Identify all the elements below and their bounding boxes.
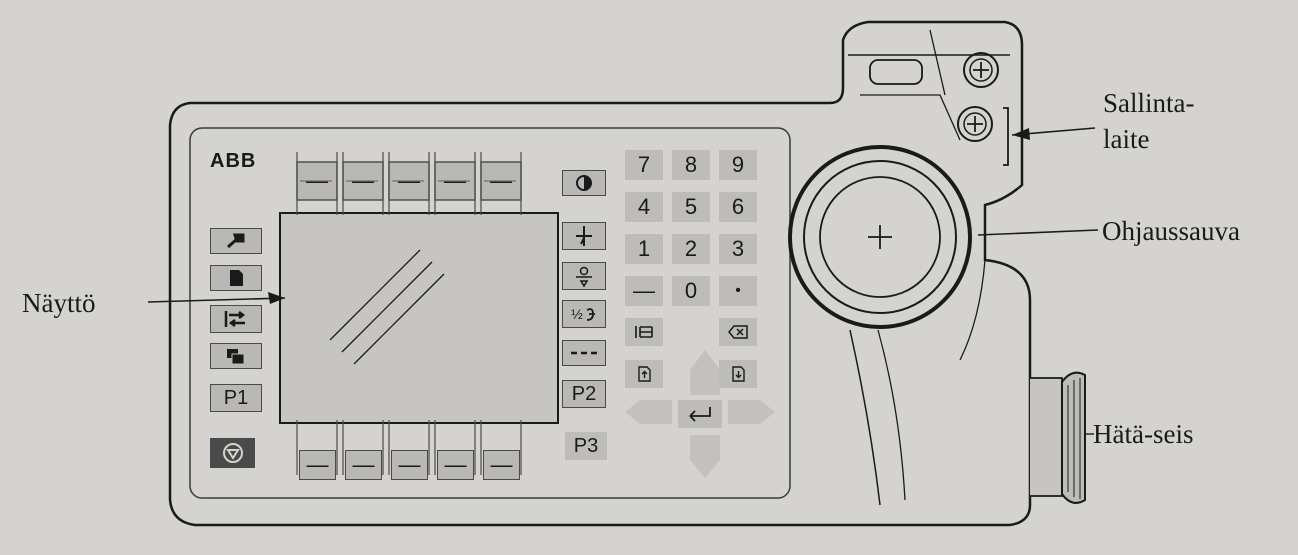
keypad-minus: — — [625, 276, 663, 306]
page-down-icon — [732, 366, 745, 382]
pendant-bezel — [189, 127, 791, 499]
window-key — [210, 343, 262, 369]
backspace-icon — [728, 325, 748, 339]
motion-unit-key — [562, 222, 606, 250]
next-page-key — [719, 360, 757, 388]
reorient-icon — [576, 266, 592, 288]
enabling-device — [1003, 107, 1009, 166]
dashed-line-icon — [571, 351, 597, 355]
display-callout-line — [147, 297, 286, 303]
arrow-right-key — [728, 400, 775, 424]
contrast-icon — [576, 175, 592, 191]
display-screen — [279, 212, 559, 424]
enabling-device-label-line1: Sallinta- — [1103, 88, 1195, 118]
stop-key — [210, 438, 255, 468]
plus-screw-top — [963, 52, 999, 88]
housing-slot — [869, 59, 923, 85]
joystick-outer — [788, 145, 972, 329]
function-key-bottom-3: — — [391, 450, 428, 480]
contrast-key — [562, 170, 606, 196]
arrow-left-key — [625, 400, 672, 424]
motion-type-key — [562, 262, 606, 290]
p1-key: P1 — [210, 384, 262, 412]
io-icon — [224, 311, 246, 327]
half-label: ½ — [571, 306, 583, 322]
screen-glare-2 — [341, 261, 433, 353]
windows-icon — [227, 349, 245, 365]
function-key-bottom-4: — — [437, 450, 474, 480]
function-key-bottom-2: — — [345, 450, 382, 480]
keypad-6: 6 — [719, 192, 757, 222]
keypad-2: 2 — [672, 234, 710, 264]
function-key-top-2: — — [352, 168, 374, 193]
function-key-top-4: — — [444, 168, 466, 193]
joystick-plus-icon — [868, 225, 892, 249]
list-icon — [635, 326, 653, 338]
arrow-up-key — [690, 350, 720, 395]
function-key-top-1: — — [306, 168, 328, 193]
enter-icon — [689, 407, 711, 422]
enter-key — [678, 400, 722, 428]
keypad-1: 1 — [625, 234, 663, 264]
list-key — [625, 318, 663, 346]
function-key-top-5: — — [490, 168, 512, 193]
plus-screw-bottom — [957, 106, 993, 142]
backspace-key — [719, 318, 757, 346]
inputs-outputs-key — [210, 305, 262, 333]
abb-logo: ABB — [210, 150, 257, 172]
jog-key — [210, 228, 262, 254]
handle-grip — [849, 329, 881, 506]
arrow-down-key — [690, 435, 720, 478]
keypad-5: 5 — [672, 192, 710, 222]
previous-page-key — [625, 360, 663, 388]
increment-key: ½ — [562, 300, 606, 328]
p2-key: P2 — [562, 380, 606, 408]
hammer-icon — [227, 233, 245, 249]
function-key-bottom-1: — — [299, 450, 336, 480]
program-key — [210, 265, 262, 291]
function-key-top-3: — — [398, 168, 420, 193]
keypad-4: 4 — [625, 192, 663, 222]
screen-glare-3 — [353, 273, 445, 365]
keypad-dot: • — [719, 276, 757, 306]
page-up-icon — [638, 366, 651, 382]
keypad-3: 3 — [719, 234, 757, 264]
stop-icon — [222, 443, 243, 463]
function-key-bottom-5: — — [483, 450, 520, 480]
display-label: Näyttö — [22, 288, 96, 318]
joystick-callout-line — [977, 229, 1099, 236]
dashed-key — [562, 340, 606, 366]
emergency-stop-base — [1030, 377, 1063, 497]
incremental-icon — [586, 308, 595, 321]
joystick — [819, 176, 941, 298]
keypad-0: 0 — [672, 276, 710, 306]
robot-axis-icon — [576, 226, 592, 246]
joystick-label: Ohjaussauva — [1102, 216, 1240, 246]
keypad-8: 8 — [672, 150, 710, 180]
screen-glare-1 — [329, 249, 421, 341]
keypad-7: 7 — [625, 150, 663, 180]
p3-key: P3 — [565, 432, 607, 460]
pendant-body — [168, 20, 1032, 527]
document-icon — [230, 270, 243, 286]
emergency-stop-label: Hätä-seis — [1093, 419, 1194, 449]
enabling-device-label-line2: laite — [1103, 124, 1150, 154]
keypad-9: 9 — [719, 150, 757, 180]
